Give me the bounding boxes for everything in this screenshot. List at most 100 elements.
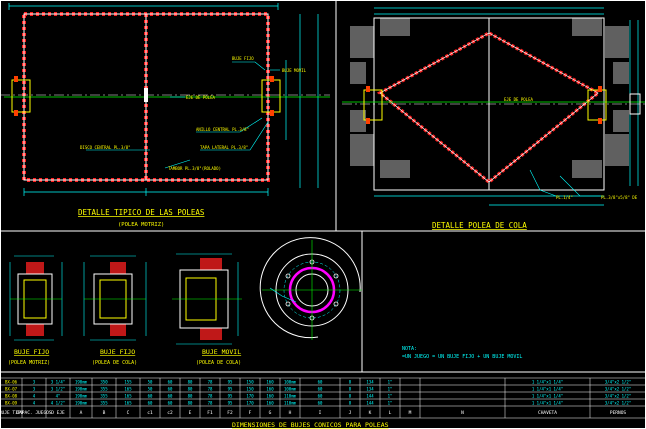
table-cell: 134	[366, 387, 374, 392]
table-cell: 4	[33, 401, 36, 406]
table-cell: BX-07	[5, 387, 18, 392]
table-cell: 190mm	[75, 401, 88, 406]
tapa-label: TAPA LATERAL PL.3/8"	[200, 145, 248, 150]
part-sub: (POLEA DE COLA)	[196, 360, 241, 366]
table-cell: 60	[318, 394, 323, 399]
table-cell: 80	[188, 401, 193, 406]
table-cell: 4"	[56, 394, 61, 399]
table-cell: 8	[349, 394, 352, 399]
buje-fijo-motriz	[9, 255, 63, 341]
table-header: J	[349, 410, 352, 416]
table-header: A	[80, 410, 83, 416]
table-cell: 3 1/4"	[51, 380, 65, 385]
table-cell: 60	[318, 380, 323, 385]
table-header: D EJE	[51, 410, 65, 416]
table-cell: 95	[228, 394, 233, 399]
part-sub: (POLEA MOTRIZ)	[8, 360, 50, 366]
table-header: K	[369, 410, 372, 416]
table-header: F2	[227, 410, 233, 416]
tambor-label: TAMBOR PL.3/8"(ROLADO)	[168, 166, 221, 171]
table-cell: 100mm	[284, 387, 297, 392]
table-cell: 60	[148, 394, 153, 399]
buje-fijo-label: BUJE FIJO	[232, 56, 254, 61]
table-cell: 150	[246, 380, 254, 385]
table-cell: 1 1/4"x1 1/4"	[532, 394, 563, 399]
table-cell: 165	[124, 401, 132, 406]
table-cell: 95	[228, 387, 233, 392]
panel-title: DETALLE TIPICO DE LAS POLEAS	[78, 208, 205, 217]
table-cell: 78	[208, 387, 213, 392]
table-cell: 170	[246, 394, 254, 399]
table-cell: 78	[208, 401, 213, 406]
table-cell: 144	[366, 394, 374, 399]
pl1-label: PL.1/4"	[556, 195, 573, 200]
table-cell: 3/4"x2 1/2"	[605, 394, 632, 399]
table-cell: 1"	[388, 380, 393, 385]
table-cell: 60	[168, 387, 173, 392]
panel-title: DETALLE POLEA DE COLA	[432, 221, 527, 230]
table-header: CHAVETA	[538, 410, 557, 416]
part-name: BUJE MOVIL	[202, 348, 241, 356]
flange-front-view	[259, 237, 362, 340]
table-cell: 80	[188, 394, 193, 399]
table-header: H	[289, 410, 292, 416]
table-header: BUJE TIPO	[0, 410, 23, 416]
part-name: BUJE FIJO	[100, 348, 135, 356]
table-cell: 190mm	[75, 387, 88, 392]
panel-subtitle: (POLEA MOTRIZ)	[118, 222, 164, 228]
table-header: c2	[167, 410, 173, 416]
disco-label: DISCO CENTRAL PL.3/8"	[80, 145, 131, 150]
table-header: CAPAC. JUEGOS	[16, 410, 52, 416]
nota-text: =UN JUEGO = UN BUJE FIJO + UN BUJE MOVIL	[402, 354, 522, 360]
table-cell: 355	[100, 387, 108, 392]
table-cell: 160	[266, 394, 274, 399]
table-cell: 134	[366, 380, 374, 385]
table-cell: 160	[266, 380, 274, 385]
table-cell: 165	[124, 394, 132, 399]
table-cell: 150	[246, 387, 254, 392]
table-title: DIMENSIONES DE BUJES CONICOS PARA POLEAS	[232, 421, 389, 429]
table-cell: 1 1/4"x1 1/4"	[532, 401, 563, 406]
table-cell: BX-08	[5, 394, 18, 399]
table-header: C	[127, 410, 130, 416]
table-header: I	[319, 410, 322, 416]
table-header: B	[103, 410, 106, 416]
table-cell: 350	[100, 380, 108, 385]
table-cell: 4 1/2"	[51, 401, 65, 406]
table-cell: 8	[349, 401, 352, 406]
table-cell: 160	[266, 401, 274, 406]
table-cell: 95	[228, 401, 233, 406]
table-cell: 110mm	[284, 401, 297, 406]
table-cell: 78	[208, 380, 213, 385]
buje-movil	[172, 253, 242, 345]
table-cell: 3/4"x2 1/2"	[605, 387, 632, 392]
anillo-label: ANILLO CENTRAL PL.3/8"	[196, 127, 249, 132]
bushing-details: BUJE FIJO (POLEA MOTRIZ) BUJE FIJO (POLE…	[8, 237, 522, 366]
pl2-label: PL.3/8"x5/8" DE	[601, 195, 638, 200]
table-cell: 355	[100, 401, 108, 406]
table-cell: BX-09	[5, 401, 18, 406]
table-header: L	[389, 410, 392, 416]
eje-label: EJE DE POLEA	[186, 95, 215, 100]
table-cell: 60	[168, 380, 173, 385]
table-cell: 1"	[388, 387, 393, 392]
table-header: c1	[147, 410, 153, 416]
table-cell: 355	[100, 394, 108, 399]
table-cell: 60	[168, 394, 173, 399]
nota-title: NOTA:	[402, 346, 417, 352]
table-cell: 80	[188, 387, 193, 392]
table-cell: 1 1/4"x1 1/4"	[532, 387, 563, 392]
part-sub: (POLEA DE COLA)	[92, 360, 137, 366]
table-cell: 4	[33, 394, 36, 399]
table-cell: 3	[33, 387, 36, 392]
table-cell: 80	[188, 380, 193, 385]
table-cell: 95	[228, 380, 233, 385]
table-cell: 1"	[388, 394, 393, 399]
table-cell: 3	[33, 380, 36, 385]
table-header: PERNOS	[610, 410, 627, 416]
table-cell: 190mm	[75, 394, 88, 399]
table-cell: 100mm	[284, 380, 297, 385]
table-cell: 50	[148, 380, 153, 385]
table-header: M	[409, 410, 412, 416]
table-cell: 170	[246, 401, 254, 406]
